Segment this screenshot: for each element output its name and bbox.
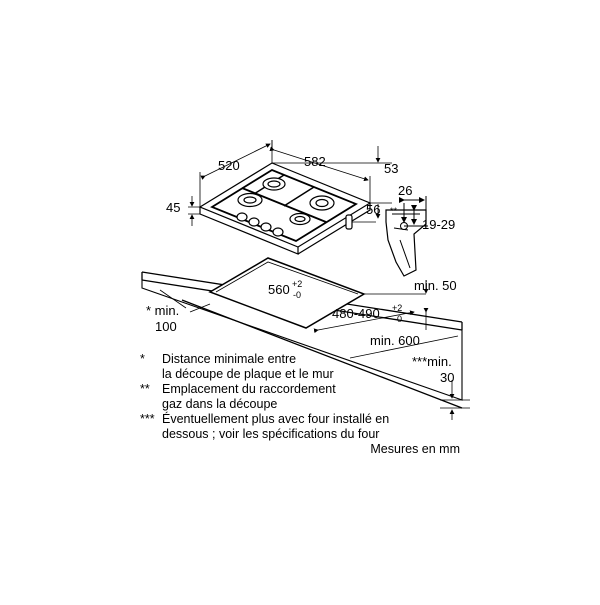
dim-min-front: min. 50 xyxy=(414,278,457,293)
dim-cutout-depth: 480-490 xyxy=(332,306,380,321)
dim-gas-range: 19-29 xyxy=(422,217,455,232)
gas-connector xyxy=(345,214,353,230)
burners xyxy=(237,177,335,226)
note-3: *** Éventuellement plus avec four instal… xyxy=(140,412,470,442)
hob-dimension-lines xyxy=(188,140,392,226)
worktop-bottom-edge xyxy=(181,299,463,409)
note-2-mark: ** xyxy=(140,382,150,396)
dim-min-bottom-mark: ***min. xyxy=(412,354,452,369)
dim-gas-offset: 26 xyxy=(398,183,412,198)
notes-legend: * Distance minimale entre la découpe de … xyxy=(140,352,470,457)
dim-cutout-width-tol-upper: +2 xyxy=(292,279,302,289)
dim-width: 582 xyxy=(304,154,326,169)
worktop-front-face xyxy=(141,280,463,401)
control-knobs xyxy=(236,212,284,237)
note-3-mark: *** xyxy=(140,412,155,426)
note-1: * Distance minimale entre la découpe de … xyxy=(140,352,470,382)
note-1-text: Distance minimale entre la découpe de pl… xyxy=(162,352,334,381)
note-2: ** Emplacement du raccordement gaz dans … xyxy=(140,382,470,412)
note-3-text: Éventuellement plus avec four installé e… xyxy=(162,412,390,441)
dim-height: 45 xyxy=(166,200,180,215)
dim-rear-offset: 53 xyxy=(384,161,398,176)
dim-min-rear: min. 600 xyxy=(370,333,420,348)
dim-side-offset: 56 xyxy=(366,202,380,217)
note-2-text: Emplacement du raccordement gaz dans la … xyxy=(162,382,336,411)
dim-cutout-depth-tol-upper: +2 xyxy=(392,303,402,313)
units-label: Mesures en mm xyxy=(370,442,460,456)
hob-right-edge xyxy=(297,203,371,255)
gas-mark: ** xyxy=(390,206,398,216)
dim-min-bottom-value: 30 xyxy=(440,370,454,385)
dim-min-side-value: 100 xyxy=(155,319,177,334)
dim-depth: 520 xyxy=(218,158,240,173)
dim-cutout-width: 560 xyxy=(268,282,290,297)
dim-min-side-mark: * min. xyxy=(146,303,179,318)
hob xyxy=(198,162,372,255)
note-1-mark: * xyxy=(140,352,145,366)
dim-cutout-depth-tol-lower: -0 xyxy=(394,314,402,324)
gas-connection-detail xyxy=(385,196,428,277)
cutout-dimension-lines xyxy=(159,280,470,420)
hob-front-edge xyxy=(199,207,299,255)
dim-cutout-width-tol-lower: -0 xyxy=(293,290,301,300)
